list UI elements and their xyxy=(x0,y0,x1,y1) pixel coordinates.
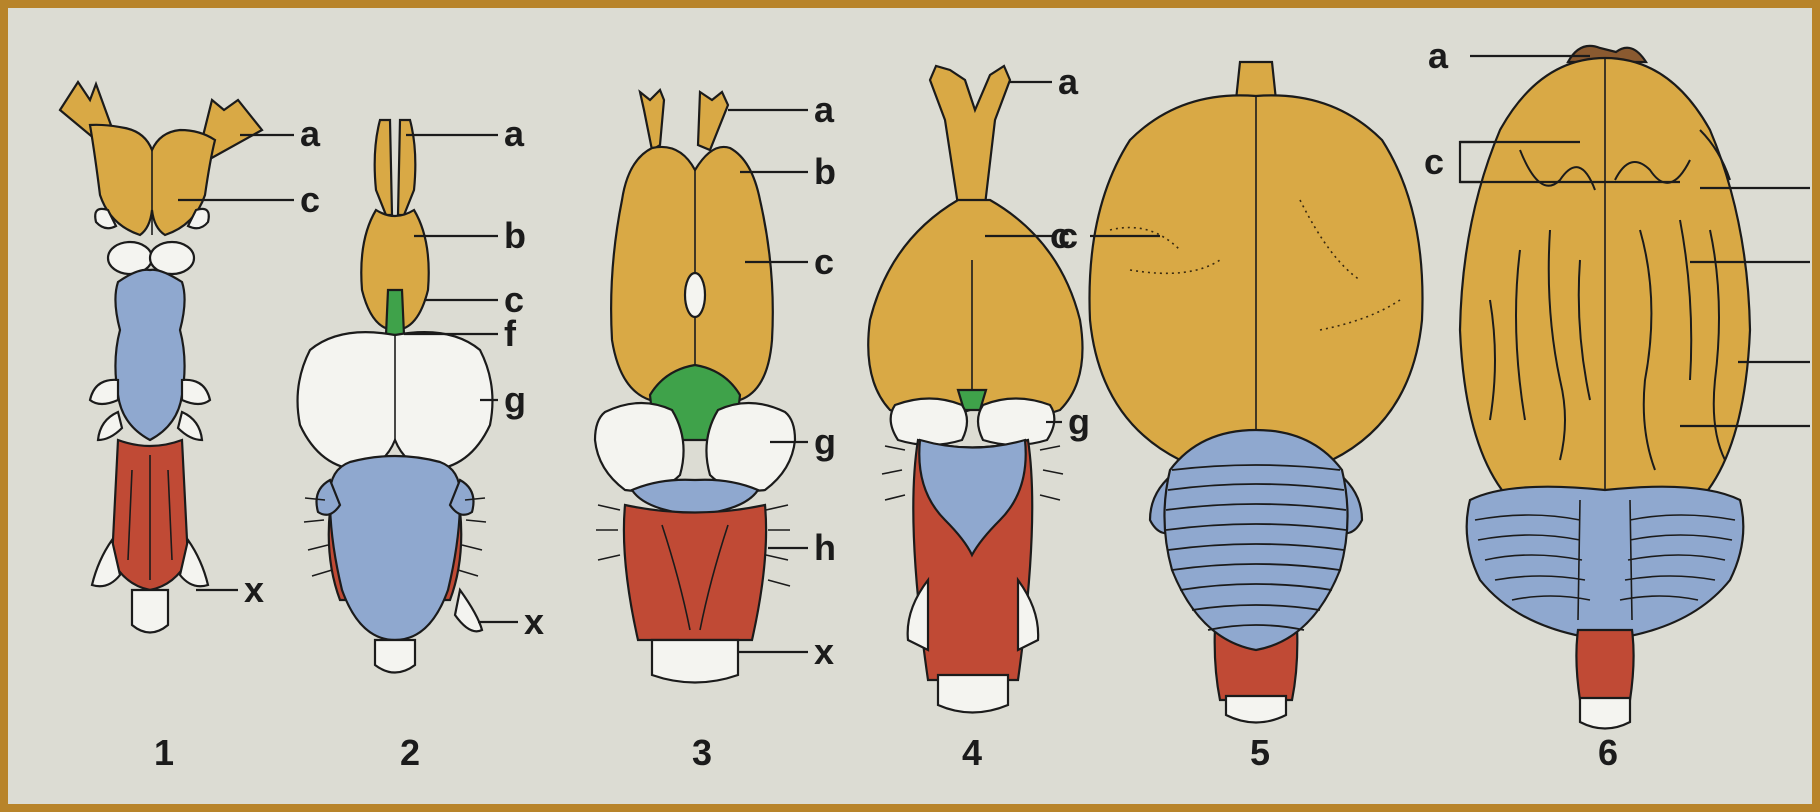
optic-lobe xyxy=(706,403,795,491)
label-a: a xyxy=(300,113,321,154)
label-c: c xyxy=(1050,215,1070,256)
label-a: a xyxy=(1428,35,1449,76)
label-a: a xyxy=(1058,61,1079,102)
brain-number: 5 xyxy=(1250,732,1270,773)
brain-number: 3 xyxy=(692,732,712,773)
olfactory-lobe xyxy=(375,120,392,215)
cerebellum xyxy=(115,270,184,440)
label-b: b xyxy=(814,151,836,192)
label-a: a xyxy=(814,89,835,130)
diencephalon xyxy=(386,290,404,335)
brain-number: 1 xyxy=(154,732,174,773)
label-x: x xyxy=(814,631,834,672)
label-c: c xyxy=(1424,141,1444,182)
label-c: c xyxy=(300,179,320,220)
brain-5: c 5 xyxy=(1050,62,1423,773)
label-g: g xyxy=(504,379,526,420)
olfactory-lobe xyxy=(930,66,1010,205)
olfactory-lobe xyxy=(640,90,664,150)
optic-lobe xyxy=(978,399,1054,446)
label-f: f xyxy=(504,313,517,354)
brain-1: a c x 1 xyxy=(60,82,321,773)
brain-comparison-diagram: a c x 1 a b c f g x 2 xyxy=(8,8,1812,804)
label-g: g xyxy=(1068,401,1090,442)
brain-number: 2 xyxy=(400,732,420,773)
label-b: b xyxy=(504,215,526,256)
cerebellum xyxy=(330,456,460,640)
label-a: a xyxy=(504,113,525,154)
diagram-plate: a c x 1 a b c f g x 2 xyxy=(8,8,1812,804)
medulla xyxy=(1576,630,1633,700)
label-g: g xyxy=(814,421,836,462)
label-x: x xyxy=(524,601,544,642)
brain-number: 4 xyxy=(962,732,982,773)
label-h: h xyxy=(814,527,836,568)
optic-lobe xyxy=(891,399,967,446)
olfactory-lobe xyxy=(698,92,728,150)
cerebellum xyxy=(1164,430,1347,650)
brain-2: a b c f g x 2 xyxy=(298,113,544,773)
brain-number: 6 xyxy=(1598,732,1618,773)
optic-lobe xyxy=(595,403,684,491)
brain-4: a c g 4 xyxy=(868,61,1090,773)
label-x: x xyxy=(244,569,264,610)
label-c: c xyxy=(814,241,834,282)
medulla xyxy=(624,505,766,640)
brain-6: a c 6 xyxy=(1424,35,1810,773)
cerebellum xyxy=(1467,487,1744,640)
brain-3: a b c g h x 3 xyxy=(595,89,836,773)
